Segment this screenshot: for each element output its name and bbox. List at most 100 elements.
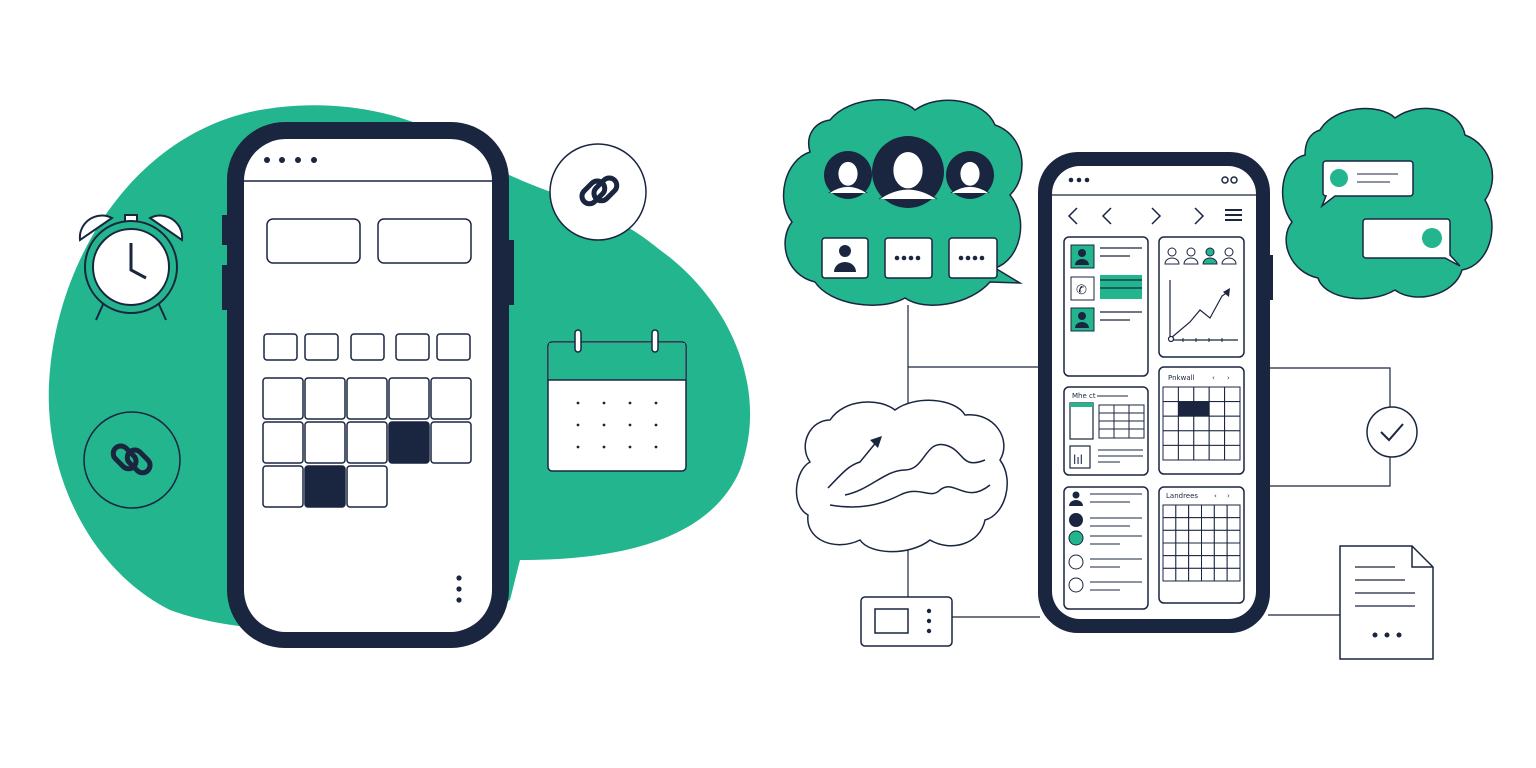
selected-day-cell[interactable] xyxy=(388,421,430,464)
day-cell[interactable] xyxy=(1208,401,1226,417)
day-cell[interactable] xyxy=(1213,567,1228,582)
day-cell[interactable] xyxy=(1193,401,1210,417)
weekday-cell xyxy=(395,333,430,361)
day-cell[interactable] xyxy=(1226,529,1241,544)
day-cell[interactable] xyxy=(1226,542,1241,557)
top-button-right[interactable] xyxy=(377,218,472,264)
top-button-left[interactable] xyxy=(266,218,361,264)
day-cell[interactable] xyxy=(1175,567,1190,582)
day-cell[interactable] xyxy=(304,421,346,464)
day-cell[interactable] xyxy=(1224,401,1241,417)
date-dot xyxy=(654,445,658,449)
day-cell[interactable] xyxy=(1162,504,1177,519)
day-cell[interactable] xyxy=(1162,386,1179,403)
day-cell[interactable] xyxy=(1213,504,1228,519)
day-cell[interactable] xyxy=(1208,430,1226,446)
day-cell[interactable] xyxy=(1213,529,1228,544)
day-cell[interactable] xyxy=(1175,517,1190,531)
day-cell[interactable] xyxy=(1201,529,1215,544)
day-cell[interactable] xyxy=(1175,555,1190,569)
link-icon[interactable] xyxy=(549,143,647,241)
prev-month-button[interactable]: ‹ xyxy=(1212,374,1215,382)
day-cell[interactable] xyxy=(1193,386,1210,403)
chevron-left-icon[interactable] xyxy=(1067,207,1078,225)
day-cell[interactable] xyxy=(1201,555,1215,569)
day-cell[interactable] xyxy=(1162,430,1179,446)
day-cell[interactable] xyxy=(1213,517,1228,531)
selected-day-cell[interactable] xyxy=(304,465,346,508)
day-cell[interactable] xyxy=(262,421,304,464)
day-cell[interactable] xyxy=(430,421,472,464)
day-cell[interactable] xyxy=(1162,444,1179,461)
day-cell[interactable] xyxy=(1188,517,1202,531)
next-month-button[interactable]: › xyxy=(1227,374,1230,382)
day-cell[interactable] xyxy=(1224,444,1241,461)
task-list-card[interactable] xyxy=(1063,486,1149,610)
day-cell[interactable] xyxy=(1213,542,1228,557)
day-cell[interactable] xyxy=(1201,542,1215,557)
day-cell[interactable] xyxy=(1177,386,1195,403)
day-cell[interactable] xyxy=(1188,542,1202,557)
day-cell[interactable] xyxy=(1177,401,1195,417)
day-cell[interactable] xyxy=(304,377,346,420)
day-cell[interactable] xyxy=(1193,444,1210,461)
day-cell[interactable] xyxy=(1162,567,1177,582)
chevron-left-icon[interactable] xyxy=(1101,207,1112,225)
day-cell[interactable] xyxy=(262,377,304,420)
day-cell[interactable] xyxy=(1162,542,1177,557)
day-cell[interactable] xyxy=(262,465,304,508)
link-icon[interactable] xyxy=(83,411,181,509)
day-cell[interactable] xyxy=(1162,517,1177,531)
analytics-card[interactable] xyxy=(1158,236,1245,358)
date-dot xyxy=(654,401,658,405)
day-cell[interactable] xyxy=(346,421,388,464)
day-cell[interactable] xyxy=(1224,415,1241,432)
day-cell[interactable] xyxy=(1208,386,1226,403)
day-cell[interactable] xyxy=(1193,430,1210,446)
phone-icon: ✆ xyxy=(1076,283,1087,298)
month-calendar-card[interactable]: Landrees ‹ › xyxy=(1158,486,1245,604)
user-card-button[interactable] xyxy=(821,237,869,279)
day-cell[interactable] xyxy=(346,377,388,420)
day-cell[interactable] xyxy=(1208,415,1226,432)
vertical-dots-icon[interactable] xyxy=(456,575,462,603)
contacts-card[interactable]: ✆ xyxy=(1063,236,1149,377)
prev-month-button[interactable]: ‹ xyxy=(1214,492,1217,500)
day-cell[interactable] xyxy=(346,465,388,508)
day-cell[interactable] xyxy=(430,377,472,420)
day-cell[interactable] xyxy=(1162,529,1177,544)
day-cell[interactable] xyxy=(1201,567,1215,582)
day-cell[interactable] xyxy=(1177,415,1195,432)
day-cell[interactable] xyxy=(1226,504,1241,519)
day-cell[interactable] xyxy=(1188,529,1202,544)
day-cell[interactable] xyxy=(1226,555,1241,569)
day-cell[interactable] xyxy=(1162,555,1177,569)
schedule-card[interactable]: Mhe ct lıl xyxy=(1063,386,1149,476)
day-cell[interactable] xyxy=(1201,517,1215,531)
day-cell[interactable] xyxy=(1224,386,1241,403)
day-cell[interactable] xyxy=(1162,401,1179,417)
month-calendar-card[interactable]: Pnkwall ‹ › xyxy=(1158,366,1245,475)
day-cell[interactable] xyxy=(1201,504,1215,519)
day-cell[interactable] xyxy=(1188,555,1202,569)
day-cell[interactable] xyxy=(1213,555,1228,569)
chevron-right-icon[interactable] xyxy=(1194,207,1205,225)
day-cell[interactable] xyxy=(1162,415,1179,432)
day-cell[interactable] xyxy=(1175,504,1190,519)
hamburger-menu-icon[interactable] xyxy=(1225,209,1242,221)
next-month-button[interactable]: › xyxy=(1227,492,1230,500)
chevron-right-icon[interactable] xyxy=(1151,207,1162,225)
day-cell[interactable] xyxy=(1224,430,1241,446)
day-cell[interactable] xyxy=(1208,444,1226,461)
day-cell[interactable] xyxy=(1193,415,1210,432)
day-cell[interactable] xyxy=(1226,517,1241,531)
day-cell[interactable] xyxy=(1177,430,1195,446)
day-cell[interactable] xyxy=(1177,444,1195,461)
day-cell[interactable] xyxy=(1175,529,1190,544)
day-cell[interactable] xyxy=(388,377,430,420)
day-cell[interactable] xyxy=(1188,504,1202,519)
day-cell[interactable] xyxy=(1188,567,1202,582)
day-cell[interactable] xyxy=(1226,567,1241,582)
day-cell[interactable] xyxy=(1175,542,1190,557)
password-field[interactable] xyxy=(884,237,933,279)
